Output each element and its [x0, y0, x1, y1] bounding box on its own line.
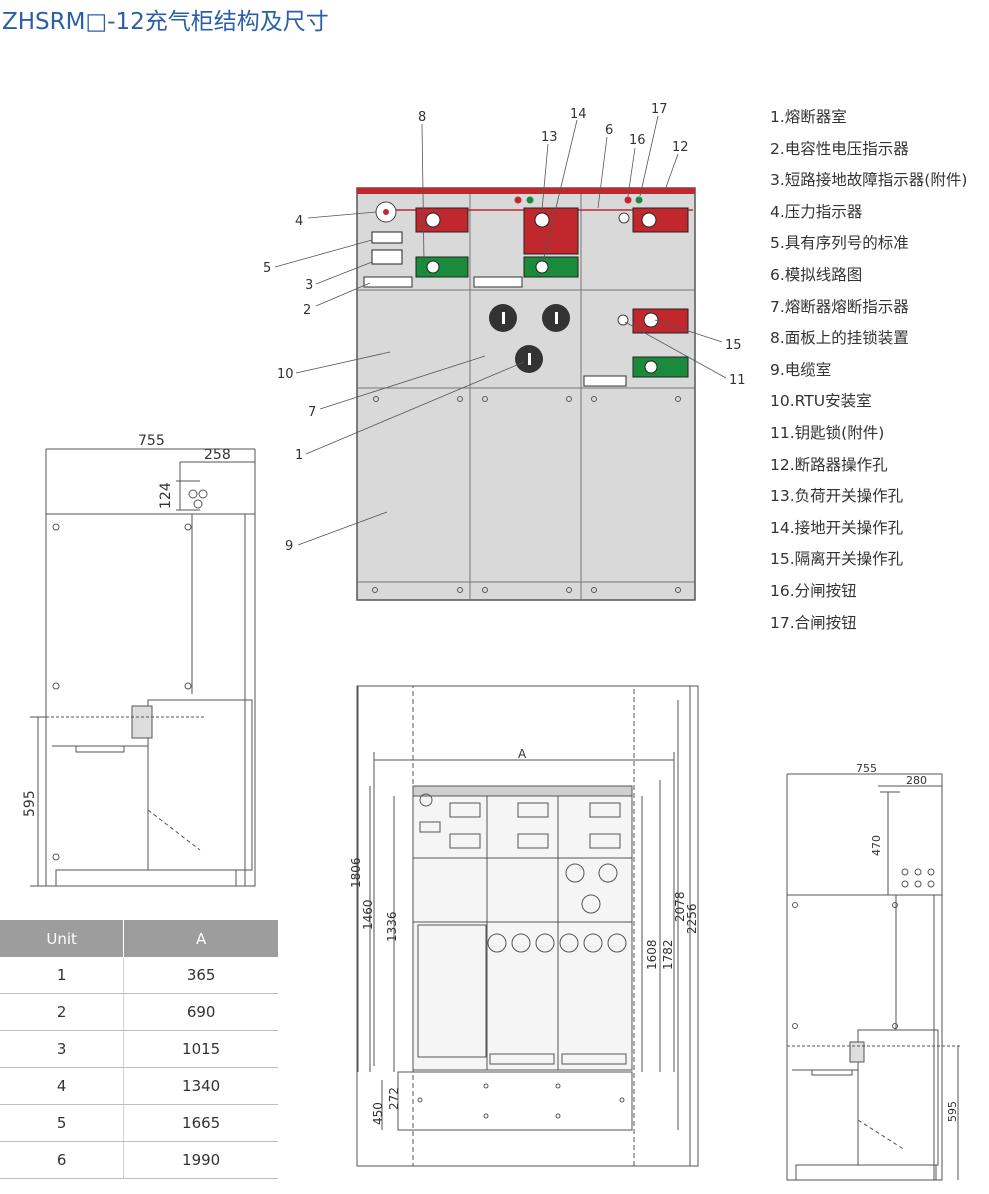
callout-8: 8	[418, 110, 426, 125]
legend-item: 17.合闸按钮	[770, 613, 857, 632]
unit-cell: 5	[0, 1104, 124, 1142]
component-legend: 1.熔断器室 2.电容性电压指示器 3.短路接地故障指示器(附件) 4.压力指示…	[770, 104, 967, 641]
table-header-row: Unit A	[0, 920, 278, 957]
legend-item: 16.分闸按钮	[770, 581, 857, 600]
plan-view	[356, 685, 699, 1167]
callout-10: 10	[277, 367, 294, 382]
leader-lines	[274, 115, 727, 546]
callout-1: 1	[295, 448, 303, 463]
a-cell: 1340	[123, 1067, 278, 1105]
unit-cell: 3	[0, 1030, 124, 1068]
callout-4: 4	[295, 214, 303, 229]
column-header-a: A	[123, 920, 278, 957]
page-title: ZHSRM□-12充气柜结构及尺寸	[2, 9, 329, 35]
legend-item: 3.短路接地故障指示器(附件)	[770, 171, 968, 190]
front-view	[356, 187, 696, 601]
legend-item: 4.压力指示器	[770, 202, 863, 221]
legend-item: 7.熔断器熔断指示器	[770, 297, 909, 316]
legend-item: 11.钥匙锁(附件)	[770, 423, 885, 442]
a-cell: 690	[123, 993, 278, 1031]
callout-3: 3	[305, 278, 313, 293]
callout-12: 12	[672, 140, 689, 155]
dim-2078: 2078	[673, 891, 687, 922]
dim-A-plan: A	[518, 747, 527, 761]
callout-7: 7	[308, 405, 316, 420]
legend-item: 8.面板上的挂锁装置	[770, 329, 909, 348]
dim-1782: 1782	[661, 939, 675, 970]
callout-11: 11	[729, 373, 746, 388]
callout-6: 6	[605, 123, 613, 138]
dim-272: 272	[387, 1087, 401, 1110]
dim-124-left: 124	[158, 482, 174, 509]
column-header-unit: Unit	[0, 920, 124, 957]
dim-595-left: 595	[22, 790, 38, 817]
callout-13: 13	[541, 130, 558, 145]
legend-item: 1.熔断器室	[770, 108, 847, 126]
callout-17: 17	[651, 102, 668, 117]
a-cell: 1015	[123, 1030, 278, 1068]
dim-595-right: 595	[946, 1101, 959, 1122]
dim-258-left: 258	[204, 447, 231, 463]
callout-15: 15	[725, 338, 742, 353]
left-side-view	[30, 448, 256, 887]
dim-755-right: 755	[856, 762, 877, 775]
unit-cell: 2	[0, 993, 124, 1031]
dim-2256: 2256	[685, 903, 699, 934]
callout-16: 16	[629, 133, 646, 148]
legend-item: 9.电缆室	[770, 360, 832, 379]
legend-item: 6.模拟线路图	[770, 265, 863, 284]
dim-755-left: 755	[138, 433, 165, 449]
dim-450: 450	[371, 1102, 385, 1125]
callout-14: 14	[570, 107, 587, 122]
dim-1806: 1806	[349, 857, 363, 888]
legend-item: 15.隔离开关操作孔	[770, 550, 904, 569]
dim-470-right: 470	[870, 835, 883, 856]
callout-9: 9	[285, 539, 293, 554]
callout-5: 5	[263, 261, 271, 276]
dim-1608: 1608	[645, 939, 659, 970]
legend-item: 14.接地开关操作孔	[770, 518, 904, 537]
dim-1336: 1336	[385, 911, 399, 942]
callout-2: 2	[303, 303, 311, 318]
unit-cell: 4	[0, 1067, 124, 1105]
a-cell: 365	[123, 957, 278, 994]
unit-cell: 6	[0, 1141, 124, 1179]
legend-item: 12.断路器操作孔	[770, 455, 888, 474]
callout-numbers: 1 2 3 4 5 6 7 8 9 10 11 12 13 14 15 16 1…	[263, 102, 746, 554]
right-side-view	[786, 773, 960, 1181]
a-cell: 1990	[123, 1141, 278, 1179]
legend-item: 10.RTU安装室	[770, 392, 872, 411]
legend-item: 5.具有序列号的标准	[770, 234, 909, 253]
legend-item: 2.电容性电压指示器	[770, 139, 909, 158]
unit-cell: 1	[0, 957, 124, 994]
legend-item: 13.负荷开关操作孔	[770, 487, 904, 506]
dim-280-right: 280	[906, 774, 927, 787]
dim-1460: 1460	[361, 899, 375, 930]
a-cell: 1665	[123, 1104, 278, 1142]
